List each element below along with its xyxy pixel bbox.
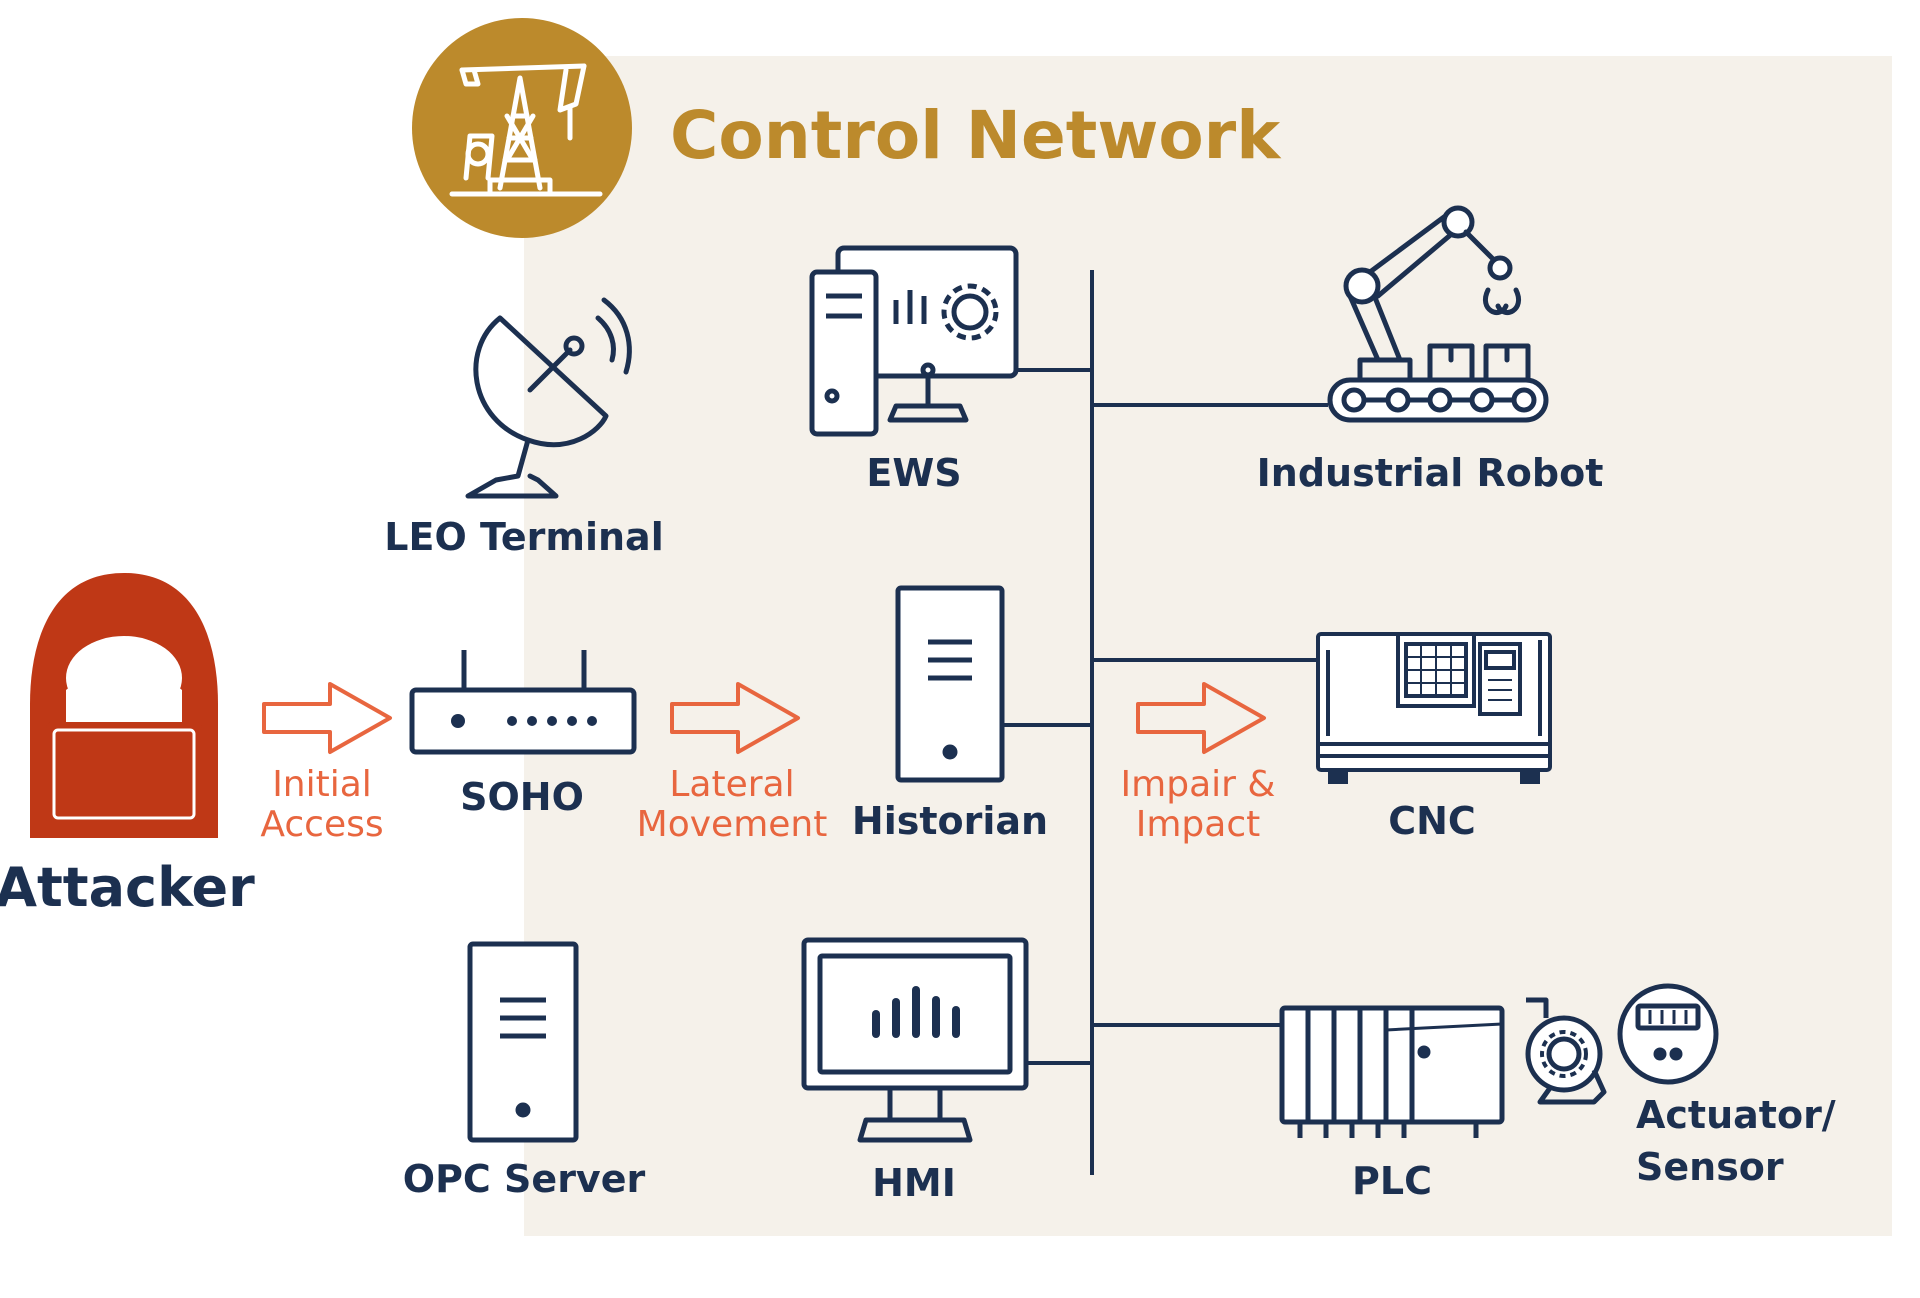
arrow-right-icon: [262, 682, 392, 754]
step-label-initial-access: Initial: [272, 764, 372, 805]
node-label-actuator-sensor: Actuator/: [1636, 1093, 1836, 1137]
node-label-plc: PLC: [1352, 1159, 1432, 1203]
attacker-label: Attacker: [0, 856, 255, 919]
node-label-opc-server: OPC Server: [403, 1157, 646, 1201]
router-icon: [409, 650, 637, 755]
pump-icon: [1525, 997, 1607, 1105]
hacker-icon: [30, 573, 218, 838]
plc-icon: [1279, 1005, 1505, 1138]
server-icon: [467, 941, 579, 1143]
node-label-historian: Historian: [852, 799, 1048, 843]
node-label-actuator-sensor: Sensor: [1636, 1145, 1784, 1189]
monitor-bars: [872, 986, 960, 1038]
robot-arm-icon: [1327, 205, 1549, 423]
page-title: Control Network: [670, 97, 1282, 174]
server-icon: [895, 585, 1005, 783]
step-label-impair-impact: Impact: [1136, 804, 1261, 845]
network-bus: [994, 270, 1328, 1175]
node-label-industrial-robot: Industrial Robot: [1257, 451, 1604, 495]
node-label-hmi: HMI: [872, 1161, 956, 1205]
step-label-initial-access: Access: [260, 804, 383, 845]
satellite-dish-icon: [465, 297, 632, 499]
step-label-lateral-movement: Lateral: [669, 764, 794, 805]
step-label-impair-impact: Impair &: [1121, 764, 1276, 805]
cnc-machine-icon: [1316, 632, 1552, 784]
node-label-soho: SOHO: [460, 775, 584, 819]
oil-pump-icon: [412, 18, 632, 238]
step-label-lateral-movement: Movement: [637, 804, 828, 845]
meter-icon: [1617, 983, 1719, 1085]
arrow-right-icon: [1136, 682, 1266, 754]
workstation-icon: [809, 245, 1019, 437]
node-label-cnc: CNC: [1388, 799, 1476, 843]
router-lights: [451, 714, 597, 728]
arrow-right-icon: [670, 682, 800, 754]
node-label-leo-terminal: LEO Terminal: [384, 515, 663, 559]
node-label-ews: EWS: [866, 451, 961, 495]
